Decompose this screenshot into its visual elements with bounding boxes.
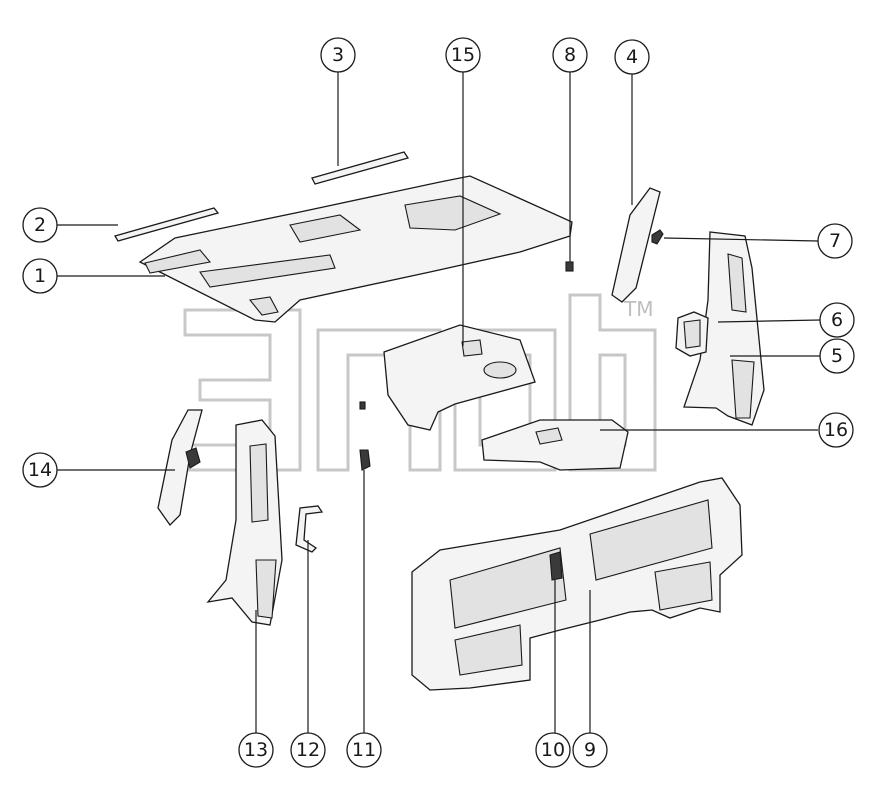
part-clip-8 bbox=[565, 261, 574, 272]
callout-13-label: 13 bbox=[244, 739, 268, 761]
part-latch-10 bbox=[549, 551, 563, 581]
part-pillar-trim-4 bbox=[611, 187, 661, 303]
callout-9-label: 9 bbox=[584, 739, 596, 761]
part-rear-wall-panel-9 bbox=[411, 477, 743, 691]
leader-lines bbox=[56, 72, 821, 733]
part-pillar-trim-13 bbox=[206, 419, 283, 626]
callout-15: 15 bbox=[445, 37, 481, 73]
part-trim-strip-2 bbox=[114, 207, 220, 242]
part-bracket-7 bbox=[651, 229, 664, 245]
watermark-tm: TM bbox=[623, 297, 653, 321]
part-roof-panel bbox=[138, 175, 573, 323]
callout-14: 14 bbox=[22, 452, 58, 488]
part-console-box-16 bbox=[481, 419, 629, 471]
part-trim-strip-3 bbox=[311, 151, 410, 185]
callout-7: 7 bbox=[817, 223, 853, 259]
callout-16-label: 16 bbox=[824, 419, 848, 441]
callout-4-label: 4 bbox=[626, 46, 638, 68]
callout-11-label: 11 bbox=[352, 739, 376, 761]
callout-8-label: 8 bbox=[564, 44, 576, 66]
callout-2-label: 2 bbox=[34, 214, 46, 236]
callout-14-label: 14 bbox=[28, 459, 52, 481]
callout-6: 6 bbox=[819, 302, 855, 338]
callout-4: 4 bbox=[614, 39, 650, 75]
callout-7-label: 7 bbox=[829, 230, 841, 252]
callout-12-label: 12 bbox=[296, 739, 320, 761]
part-storage-tray-15 bbox=[383, 324, 536, 431]
callout-3: 3 bbox=[320, 37, 356, 73]
callout-16: 16 bbox=[818, 412, 854, 448]
callout-13: 13 bbox=[238, 732, 274, 768]
callout-10: 10 bbox=[535, 732, 571, 768]
part-pillar-trim-5 bbox=[683, 231, 765, 426]
callout-15-label: 15 bbox=[451, 44, 475, 66]
callout-5: 5 bbox=[819, 338, 855, 374]
callout-3-label: 3 bbox=[332, 44, 344, 66]
callout-12: 12 bbox=[290, 732, 326, 768]
callout-1-label: 1 bbox=[34, 265, 46, 287]
callout-9: 9 bbox=[572, 732, 608, 768]
part-window-frame-6 bbox=[675, 311, 709, 357]
part-pillar-trim-14 bbox=[157, 409, 203, 527]
callout-8: 8 bbox=[552, 37, 588, 73]
part-grab-handle-12 bbox=[295, 505, 324, 553]
callout-10-label: 10 bbox=[541, 739, 565, 761]
callout-11: 11 bbox=[346, 732, 382, 768]
callout-1: 1 bbox=[22, 258, 58, 294]
callout-2: 2 bbox=[22, 207, 58, 243]
callout-6-label: 6 bbox=[831, 309, 843, 331]
part-clip-11 bbox=[359, 401, 371, 471]
callout-5-label: 5 bbox=[831, 345, 843, 367]
